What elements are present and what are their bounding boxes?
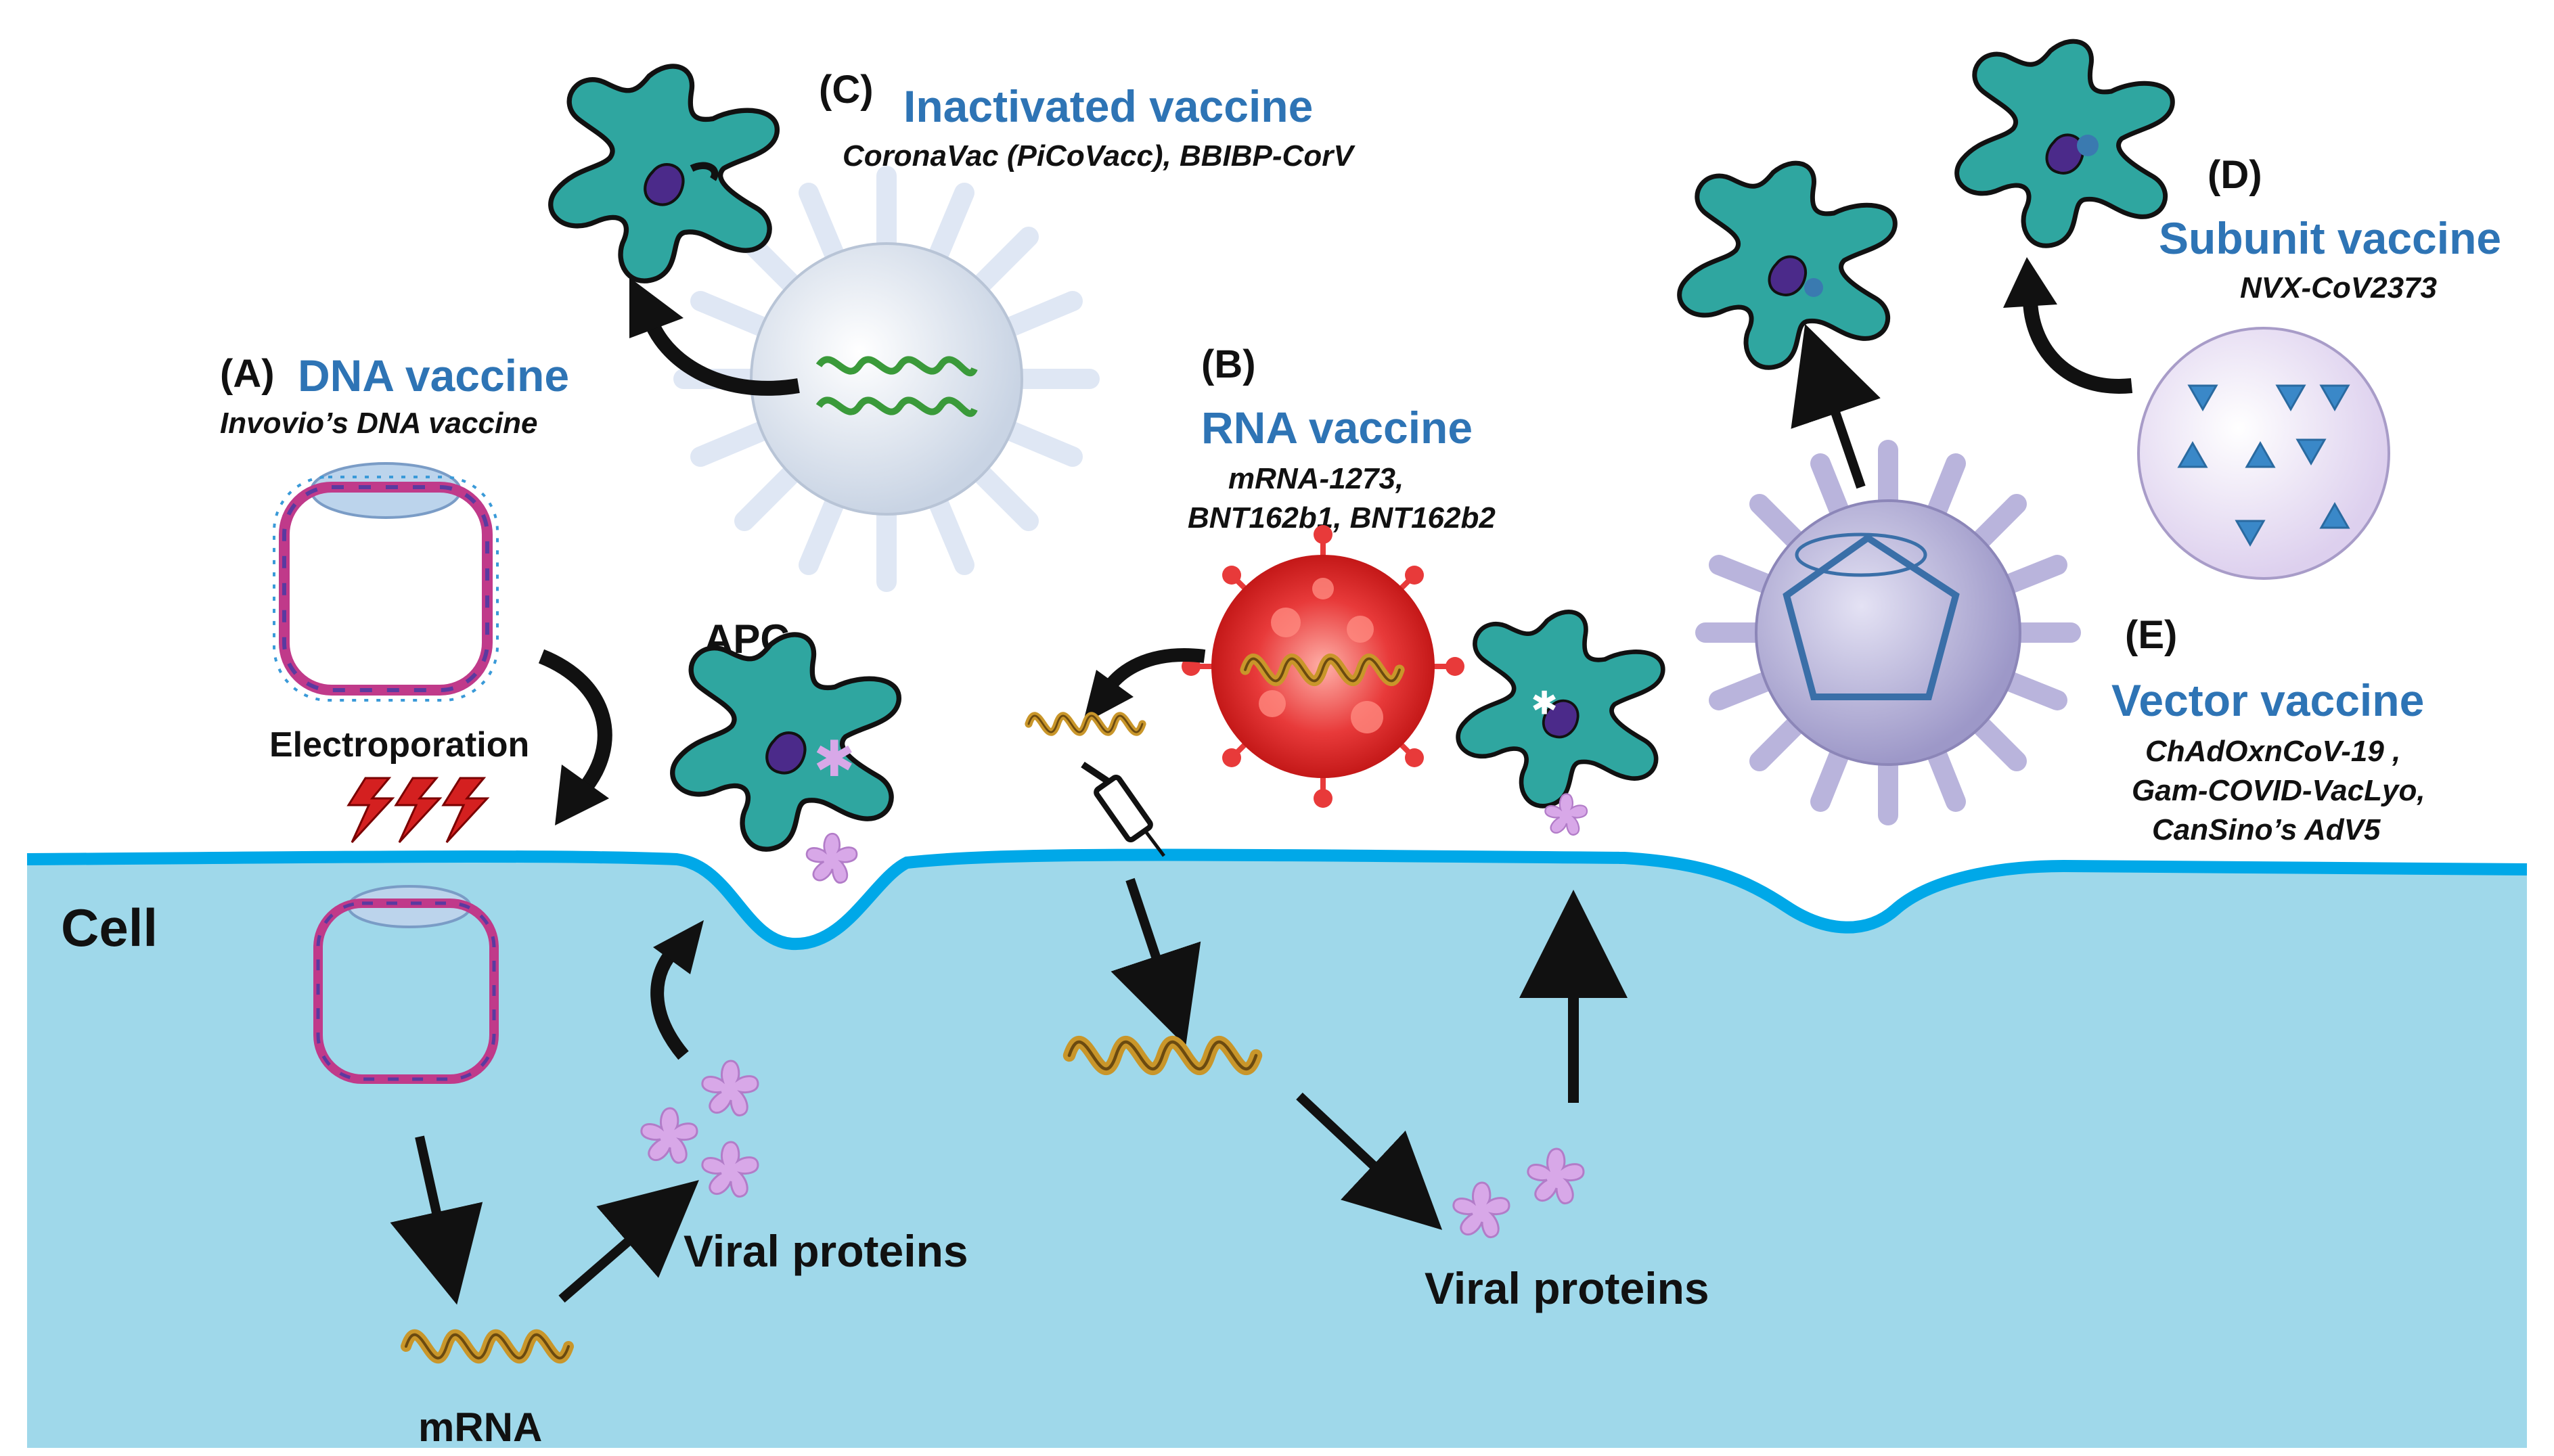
rna-title: RNA vaccine [1201,403,1473,453]
arrow-icon [2023,297,2133,394]
viral-proteins-right-label: Viral proteins [1425,1263,1709,1313]
apc-cell-icon [1957,41,2173,246]
dna-example: Invovio’s DNA vaccine [220,407,538,440]
arrow-icon [538,649,612,797]
arrow-icon [390,1135,483,1305]
arrow-icon [629,277,684,338]
arrow-icon [642,315,800,396]
inactivated-title: Inactivated vaccine [903,81,1313,131]
apc-cell-icon: ✱ [673,635,899,849]
mrna-label: mRNA [418,1405,542,1450]
dna-plasmid-icon [273,462,499,702]
rna-example-2: BNT162b1, BNT162b2 [1188,501,1496,534]
vector-example-1: ChAdOxnCoV-19 , [2145,735,2400,768]
syringe-icon [1081,761,1165,857]
vector-title: Vector vaccine [2111,675,2424,725]
rna-example-1: mRNA-1273, [1228,462,1404,495]
inactivated-letter: (C) [819,68,874,112]
apc-cell-icon [551,66,778,281]
vector-vaccine-particle [1695,440,2081,825]
virus-particle-icon [1182,525,1464,808]
arrow-icon [1296,1092,1443,1230]
vector-example-2: Gam-COVID-VacLyo, [2132,774,2425,807]
dna-plasmid-icon [313,885,499,1084]
electroporation-label: Electroporation [269,725,529,765]
vector-example-3: CanSino’s AdV5 [2152,813,2381,846]
mrna-strand-icon [1029,716,1142,732]
arrow-icon [653,920,704,974]
arrow-icon [558,1180,699,1303]
arrow-icon [1083,670,1134,724]
apc-cell-icon [1680,163,1896,367]
svg-text:✱: ✱ [813,731,855,787]
rna-letter: (B) [1201,342,1256,386]
subunit-title: Subunit vaccine [2159,213,2501,263]
subunit-vaccine-particle [2137,327,2390,580]
viral-proteins-left-label: Viral proteins [684,1226,968,1276]
cell-membrane [26,848,2528,951]
arrow-icon [1791,323,1881,489]
inactivated-example: CoronaVac (PiCoVacc), BBIBP-CorV [843,139,1356,173]
arrow-icon [555,765,609,825]
dna-letter: (A) [220,352,275,396]
arrow-icon [2003,257,2057,308]
svg-text:✱: ✱ [1531,685,1558,721]
dna-title: DNA vaccine [298,350,569,401]
lightning-bolt-icon [346,777,490,844]
apc-cell-icon: ✱ [1458,612,1663,806]
viral-protein-icon [805,832,858,884]
inactivated-vaccine-particle [673,166,1100,592]
arrow-icon [1111,878,1201,1047]
subunit-letter: (D) [2208,153,2262,197]
vector-letter: (E) [2125,613,2177,657]
cell-body [27,855,2527,1448]
subunit-example: NVX-CoV2373 [2240,271,2437,304]
cell-label: Cell [61,898,158,957]
